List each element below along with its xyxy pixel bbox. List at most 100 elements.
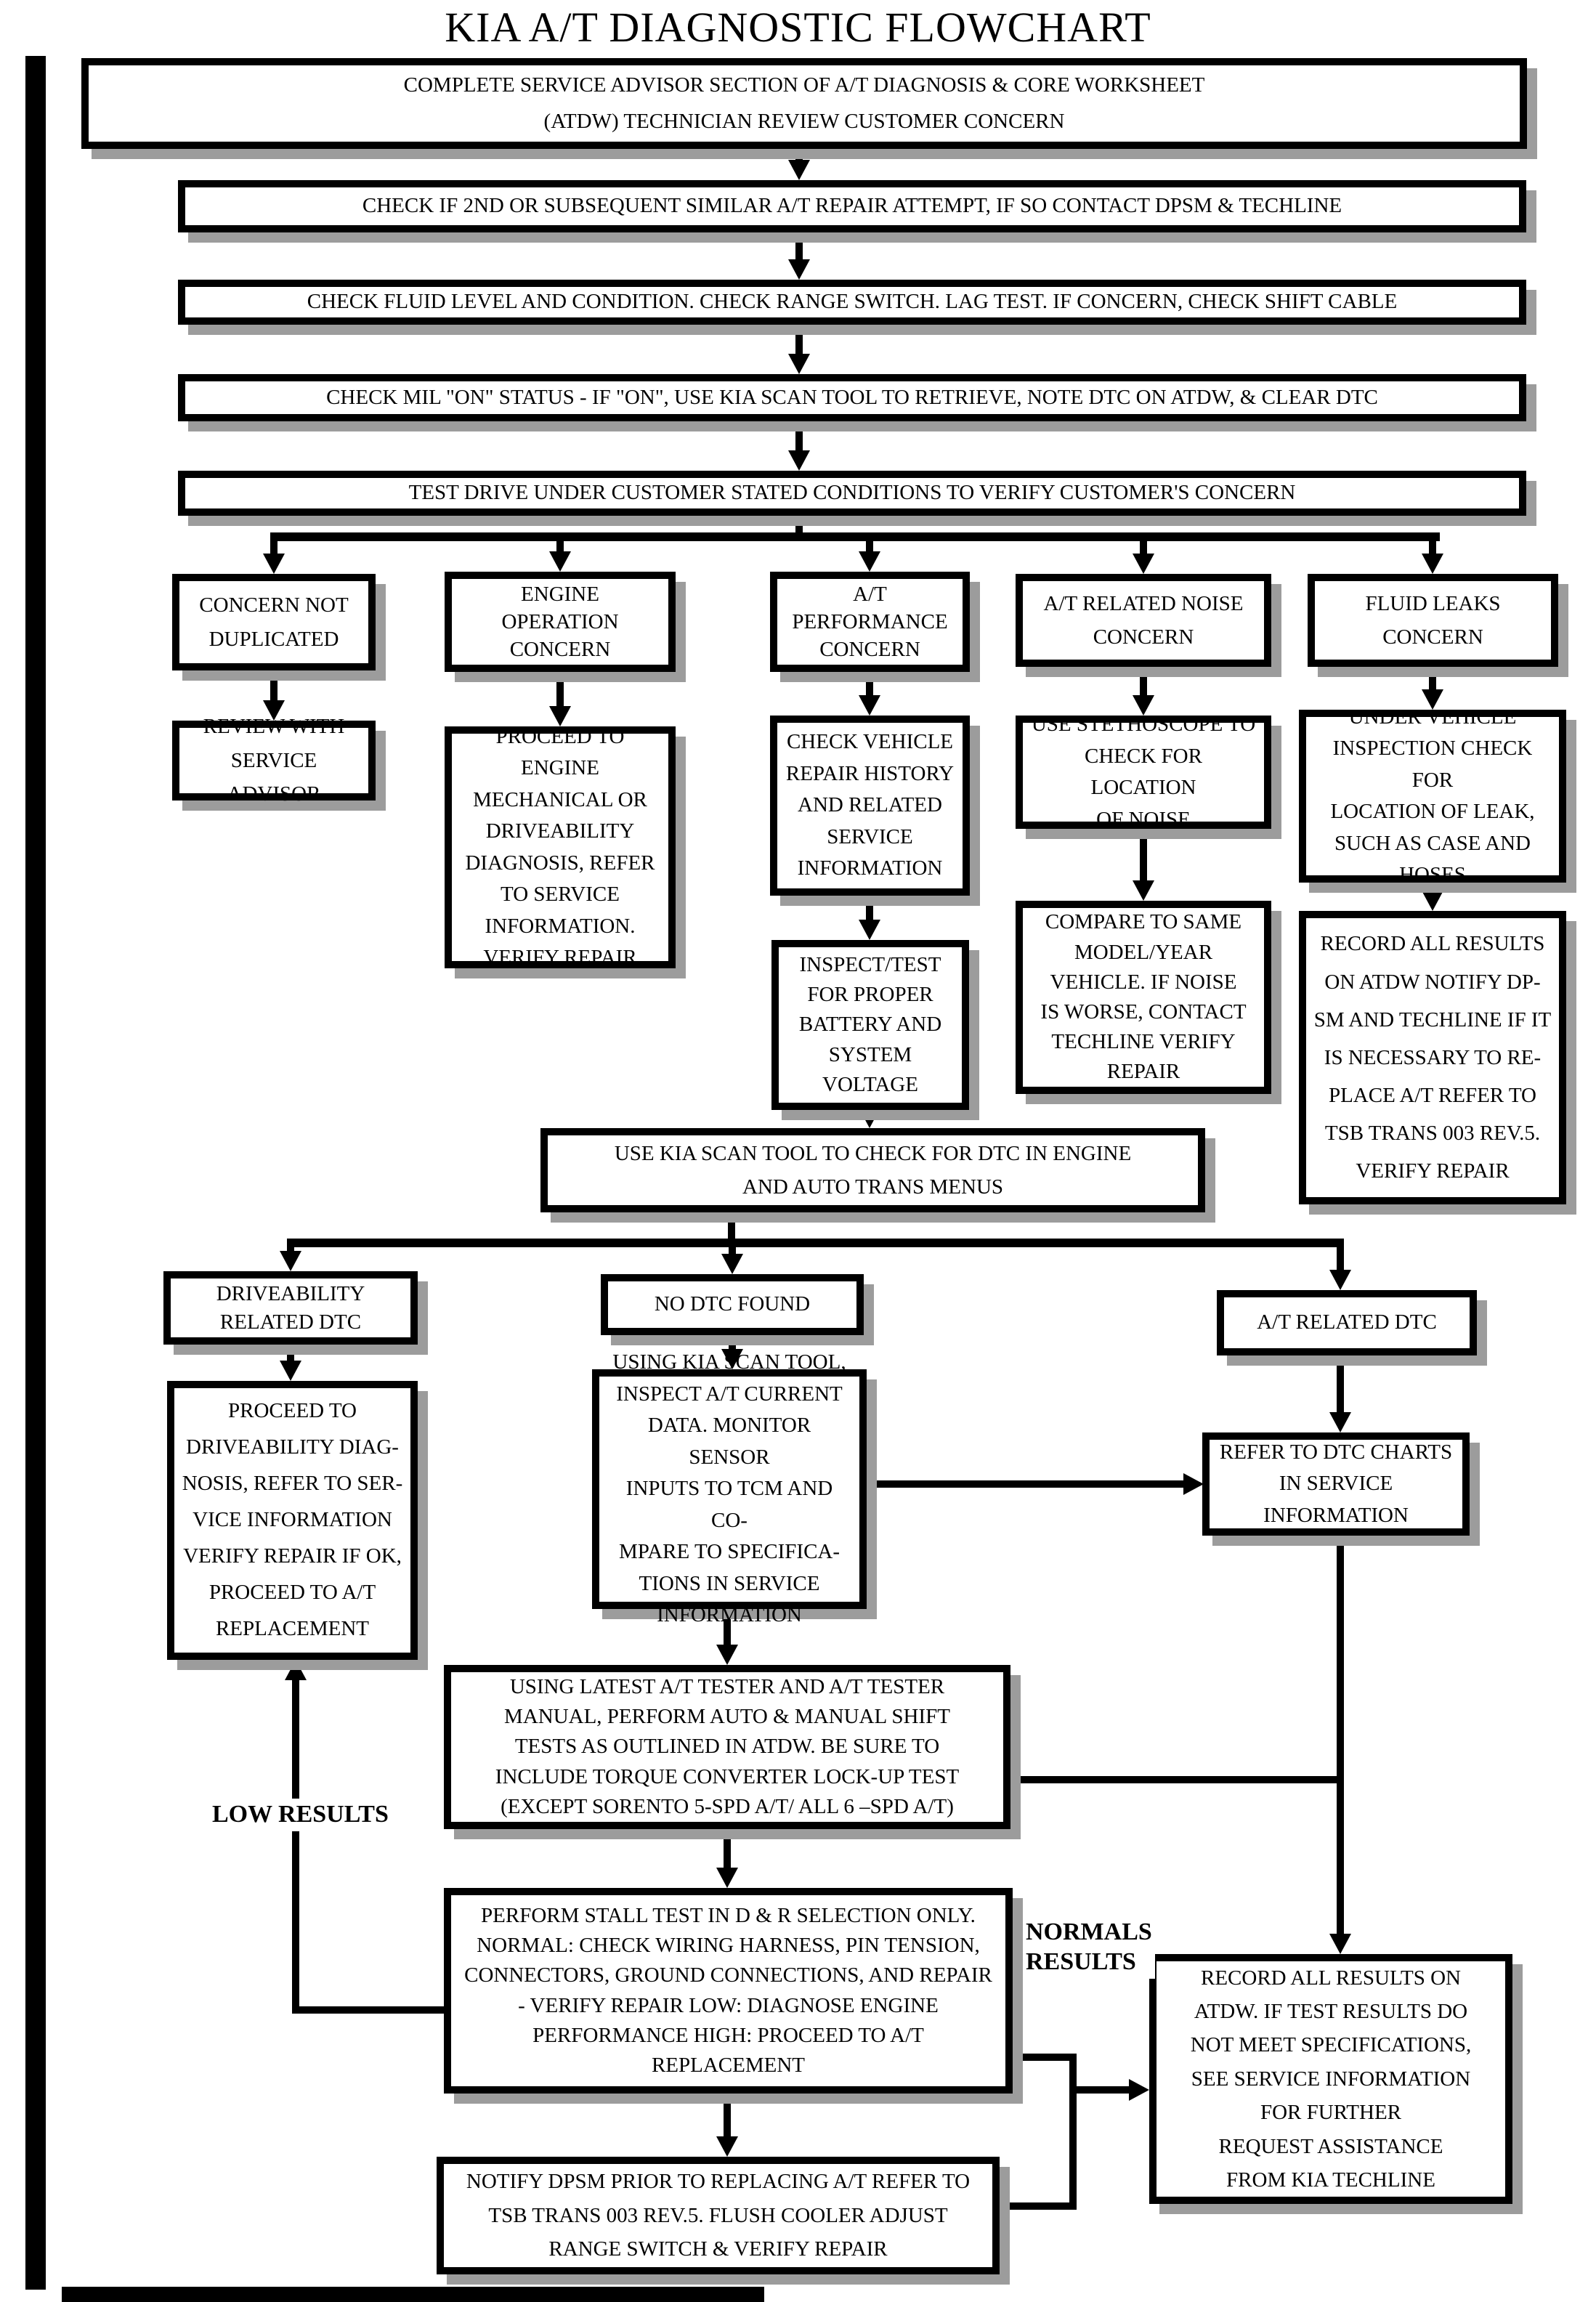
node-concern-not-duplicated: CONCERN NOT DUPLICATED <box>172 574 376 670</box>
node-check-history: CHECK VEHICLE REPAIR HISTORY AND RELATED… <box>770 716 970 896</box>
connector-line <box>1429 667 1436 689</box>
node-proceed-driveability: PROCEED TO DRIVEABILITY DIAG- NOSIS, REF… <box>167 1381 418 1660</box>
connector-line <box>795 516 803 536</box>
flow-arrowhead <box>788 160 810 180</box>
flow-arrowhead <box>549 551 571 572</box>
connector-line <box>1337 1247 1344 1270</box>
connector-line <box>292 1680 299 2014</box>
node-compare-model: COMPARE TO SAME MODEL/YEAR VEHICLE. IF N… <box>1016 901 1271 1094</box>
connector-line <box>292 2006 447 2014</box>
connector-line <box>270 532 1440 541</box>
node-review-advisor: REVIEW WITH SERVICE ADVISOR <box>172 715 376 806</box>
flow-arrowhead <box>280 1251 301 1271</box>
connector-line <box>1140 541 1147 554</box>
flow-arrowhead <box>1422 891 1443 911</box>
flow-arrowhead <box>859 920 880 940</box>
flow-arrowhead <box>859 695 880 716</box>
node-notify-dpsm: NOTIFY DPSM PRIOR TO REPLACING A/T REFER… <box>437 2157 1000 2274</box>
flow-arrowhead <box>549 706 571 726</box>
connector-line <box>1429 883 1436 891</box>
connector-line <box>795 421 803 450</box>
label-normals-results: NORMALS RESULTS <box>1023 1916 1155 1979</box>
connector-line <box>287 1345 294 1361</box>
node-at-dtc: A/T RELATED DTC <box>1217 1290 1477 1355</box>
flow-arrowhead <box>716 1868 738 1888</box>
flow-arrowhead <box>1183 1473 1204 1495</box>
flow-arrowhead <box>285 1660 307 1680</box>
connector-line <box>795 149 803 160</box>
flow-arrowhead <box>859 1108 880 1128</box>
node-proceed-engine: PROCEED TO ENGINE MECHANICAL OR DRIVEABI… <box>445 725 676 969</box>
bottom-edge-bar <box>62 2287 764 2302</box>
flow-arrowhead <box>263 700 285 721</box>
connector-line <box>728 1212 735 1239</box>
connector-line <box>287 1247 294 1251</box>
connector-line <box>1000 2202 1072 2210</box>
flow-arrowhead <box>716 1645 738 1665</box>
node-fluid-leaks: FLUID LEAKS CONCERN <box>1308 574 1558 667</box>
node-inspect-battery: INSPECT/TEST FOR PROPER BATTERY AND SYST… <box>771 940 969 1110</box>
flow-arrowhead <box>280 1361 301 1381</box>
node-engine-operation: ENGINE OPERATION CONCERN <box>445 572 676 672</box>
node-record-results-leak: RECORD ALL RESULTS ON ATDW NOTIFY DP- SM… <box>1299 911 1566 1204</box>
connector-line <box>1337 1355 1344 1412</box>
connector-line <box>1337 1536 1344 1934</box>
node-record-results-final: RECORD ALL RESULTS ON ATDW. IF TEST RESU… <box>1149 1954 1512 2204</box>
connector-line <box>729 1335 736 1349</box>
node-check-mil: CHECK MIL "ON" STATUS - IF "ON", USE KIA… <box>178 374 1526 421</box>
connector-line <box>795 232 803 259</box>
connector-line <box>287 1239 1344 1247</box>
node-no-dtc: NO DTC FOUND <box>601 1274 864 1335</box>
connector-line <box>866 672 873 695</box>
flow-arrowhead <box>859 551 880 572</box>
flow-arrowhead <box>1422 689 1443 710</box>
connector-line <box>724 1829 731 1868</box>
node-at-performance: A/T PERFORMANCE CONCERN <box>770 572 970 672</box>
node-stall-test: PERFORM STALL TEST IN D & R SELECTION ON… <box>444 1888 1013 2094</box>
flow-arrowhead <box>1133 554 1154 574</box>
flow-arrowhead <box>721 1254 743 1274</box>
label-low-results: LOW RESULTS <box>209 1799 392 1831</box>
flow-arrowhead <box>1422 554 1443 574</box>
node-stethoscope: USE STETHOSCOPE TO CHECK FOR LOCATION OF… <box>1016 713 1271 831</box>
node-at-tester: USING LATEST A/T TESTER AND A/T TESTER M… <box>444 1665 1010 1829</box>
flow-arrowhead <box>721 1349 743 1369</box>
node-using-scan-current: USING KIA SCAN TOOL, INSPECT A/T CURRENT… <box>592 1350 867 1626</box>
connector-line <box>1140 667 1147 695</box>
connector-line <box>1077 2086 1130 2094</box>
flow-arrowhead <box>1329 1412 1351 1432</box>
connector-line <box>866 896 873 920</box>
connector-line <box>270 541 278 554</box>
connector-line <box>866 541 873 551</box>
connector-line <box>1140 829 1147 880</box>
node-dtc-charts: REFER TO DTC CHARTS IN SERVICE INFORMATI… <box>1202 1432 1470 1536</box>
page-title: KIA A/T DIAGNOSTIC FLOWCHART <box>445 4 1151 51</box>
connector-line <box>1429 541 1436 554</box>
flow-arrowhead <box>788 354 810 374</box>
node-complete-worksheet: COMPLETE SERVICE ADVISOR SECTION OF A/T … <box>81 58 1527 149</box>
connector-line <box>1069 2054 1077 2210</box>
flow-arrowhead <box>1133 695 1154 716</box>
node-check-fluid: CHECK FLUID LEVEL AND CONDITION. CHECK R… <box>178 280 1526 325</box>
connector-line <box>724 1609 731 1645</box>
flow-arrowhead <box>1329 1934 1351 1954</box>
flow-arrowhead <box>1329 1270 1351 1290</box>
flow-arrowhead <box>1133 880 1154 901</box>
flow-arrowhead <box>788 259 810 280</box>
connector-line <box>729 1247 736 1254</box>
node-check-second-attempt: CHECK IF 2ND OR SUBSEQUENT SIMILAR A/T R… <box>178 180 1526 232</box>
left-edge-bar <box>25 56 46 2290</box>
connector-line <box>867 1480 1183 1488</box>
connector-line <box>1013 2054 1077 2061</box>
connector-line <box>556 672 564 706</box>
connector-line <box>724 2094 731 2136</box>
node-scan-dtc-menus: USE KIA SCAN TOOL TO CHECK FOR DTC IN EN… <box>540 1128 1205 1212</box>
connector-line <box>556 541 564 551</box>
flow-arrowhead <box>716 2136 738 2157</box>
node-test-drive: TEST DRIVE UNDER CUSTOMER STATED CONDITI… <box>178 471 1526 516</box>
node-under-vehicle: UNDER VEHICLE INSPECTION CHECK FOR LOCAT… <box>1299 705 1566 886</box>
node-driveability-dtc: DRIVEABILITY RELATED DTC <box>163 1271 418 1345</box>
connector-line <box>1010 1776 1344 1783</box>
flow-arrowhead <box>788 450 810 471</box>
